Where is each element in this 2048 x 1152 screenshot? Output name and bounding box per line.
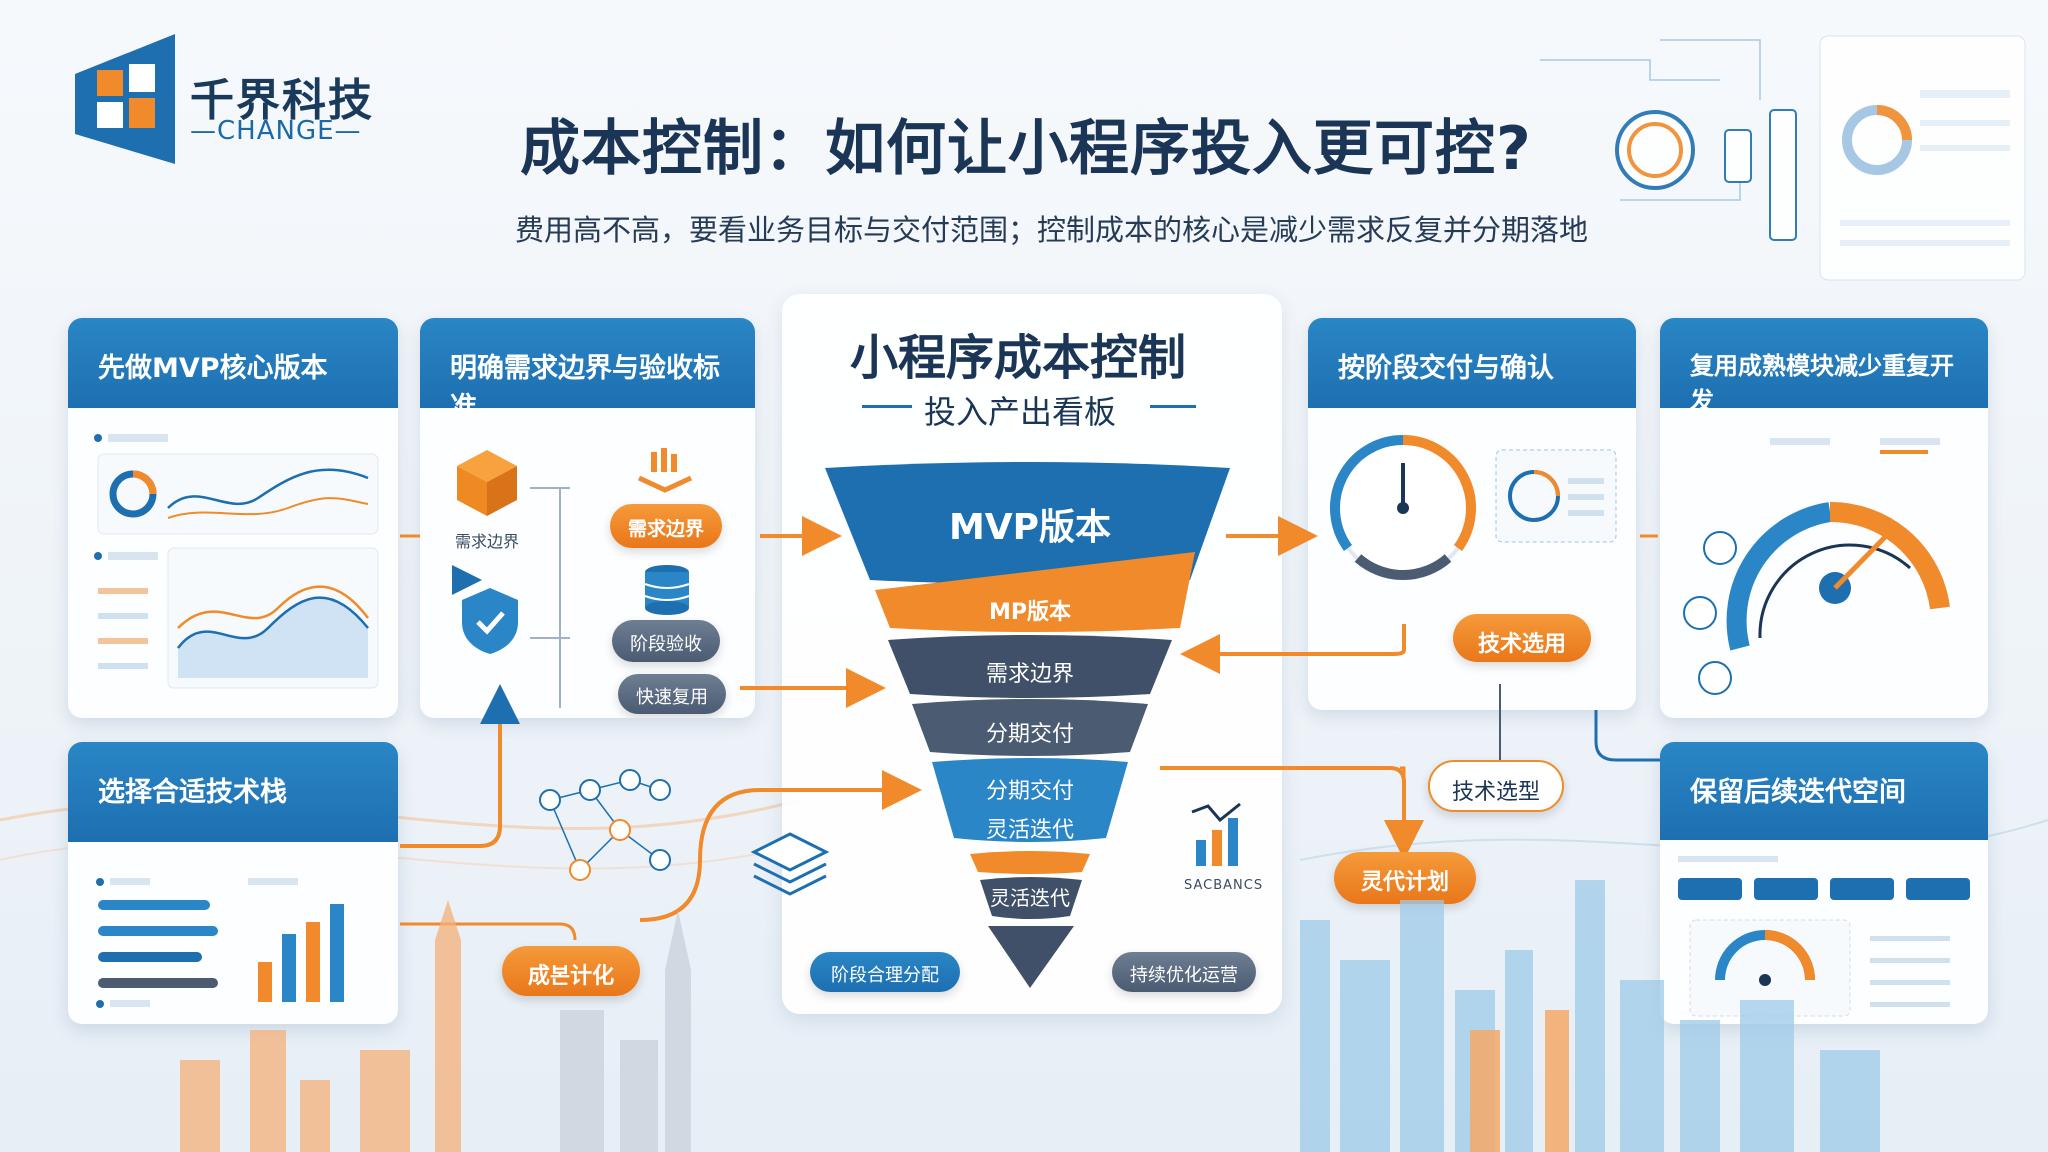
card-staged-header: 按阶段交付与确认 <box>1308 318 1636 408</box>
iterate-illustration <box>1678 856 1970 1017</box>
logo-icon <box>75 34 175 164</box>
funnel-label-flex-2: 灵活迭代 <box>990 886 1070 910</box>
box-icon <box>457 450 517 516</box>
card-techstack-title: 选择合适技术栈 <box>98 777 287 808</box>
pill-tech-use[interactable]: 技术选用 <box>1453 614 1591 662</box>
funnel-layer-mvp <box>825 462 1230 584</box>
funnel-label-mp: MP版本 <box>988 600 1072 625</box>
reuse-gauge-illustration <box>1683 438 1950 695</box>
techstack-chart-illustration <box>96 878 344 1008</box>
center-title: 小程序成本控制 <box>850 330 1187 386</box>
funnel-layer-staged <box>912 699 1148 756</box>
card-mvp-header: 先做MVP核心版本 <box>68 318 398 408</box>
card-mvp-title: 先做MVP核心版本 <box>98 353 328 384</box>
funnel-label-mvp: MVP版本 <box>948 507 1112 548</box>
pill-iteration-plan[interactable]: 灵代计划 <box>1334 852 1476 904</box>
funnel-layer-orange-bar <box>970 851 1090 874</box>
center-subtitle: 投入产出看板 <box>924 393 1117 431</box>
dashboard-illustration <box>1540 35 2026 281</box>
connector-lines <box>530 487 570 708</box>
divider-right <box>1150 405 1196 408</box>
mvp-chart-illustration <box>94 434 379 689</box>
gauge-illustration <box>1330 435 1617 580</box>
funnel-label-flex: 灵活迭代 <box>985 818 1074 843</box>
divider-left <box>862 405 912 408</box>
pill-continuous-ops[interactable]: 持续优化运营 <box>1112 952 1256 992</box>
card-staged: 按阶段交付与确认 技术选用 <box>1308 318 1636 710</box>
funnel-layer-boundary <box>888 635 1172 698</box>
card-mvp: 先做MVP核心版本 <box>68 318 398 718</box>
network-illustration <box>539 769 671 881</box>
card-boundary-header: 明确需求边界与验收标准 <box>420 318 755 423</box>
card-reuse-header: 复用成熟模块减少重复开发 <box>1660 318 1988 415</box>
pill-stage-allocation[interactable]: 阶段合理分配 <box>810 952 960 992</box>
city-skyline-illustration <box>180 880 1880 1152</box>
brand-tagline: —CHANGE— <box>190 116 362 146</box>
chart-growth-icon <box>1191 802 1241 866</box>
card-boundary-title: 明确需求边界与验收标准 <box>450 353 720 423</box>
funnel-layer-staged-flex <box>932 758 1128 842</box>
card-iterate-header: 保留后续迭代空间 <box>1660 742 1988 840</box>
funnel-label-staged: 分期交付 <box>985 722 1074 747</box>
card-reuse-title: 复用成熟模块减少重复开发 <box>1690 352 1954 415</box>
card-boundary: 明确需求边界与验收标准 需求边界 需求边界 阶段验收 快速复用 <box>420 318 755 718</box>
pill-tech-choice[interactable]: 技术选型 <box>1428 760 1564 812</box>
card-reuse: 复用成熟模块减少重复开发 <box>1660 318 1988 718</box>
funnel-label-boundary: 需求边界 <box>985 662 1074 687</box>
pill-cost-plan[interactable]: 成본计化 <box>502 946 640 996</box>
card-staged-title: 按阶段交付与确认 <box>1338 353 1554 384</box>
card-iterate: 保留后续迭代空间 <box>1660 742 1988 1024</box>
card-techstack-header: 选择合适技术栈 <box>68 742 398 842</box>
hand-coins-icon <box>637 448 693 493</box>
page-title: 成本控制：如何让小程序投入更可控? <box>520 114 1532 184</box>
funnel-layer-mp <box>875 552 1195 632</box>
side-label: SACBANCS <box>1184 878 1264 893</box>
funnel-layer-flex <box>980 877 1082 919</box>
pill-stage-accept[interactable]: 阶段验收 <box>612 620 720 662</box>
demand-boundary-label: 需求边界 <box>455 532 520 551</box>
card-techstack: 选择合适技术栈 <box>68 742 398 1024</box>
brand-name: 千界科技 <box>190 75 374 126</box>
stack-layers-icon <box>750 832 830 896</box>
cost-funnel <box>825 462 1230 988</box>
shield-check-icon <box>462 588 518 654</box>
pill-quick-reuse[interactable]: 快速复用 <box>618 674 726 714</box>
database-icon <box>644 565 690 615</box>
pill-demand-boundary[interactable]: 需求边界 <box>610 504 722 548</box>
funnel-label-staged-2: 分期交付 <box>985 779 1074 804</box>
card-iterate-title: 保留后续迭代空间 <box>1690 777 1906 808</box>
funnel-tip <box>988 926 1074 988</box>
page-subtitle: 费用高不高，要看业务目标与交付范围；控制成本的核心是减少需求反复并分期落地 <box>515 213 1589 247</box>
